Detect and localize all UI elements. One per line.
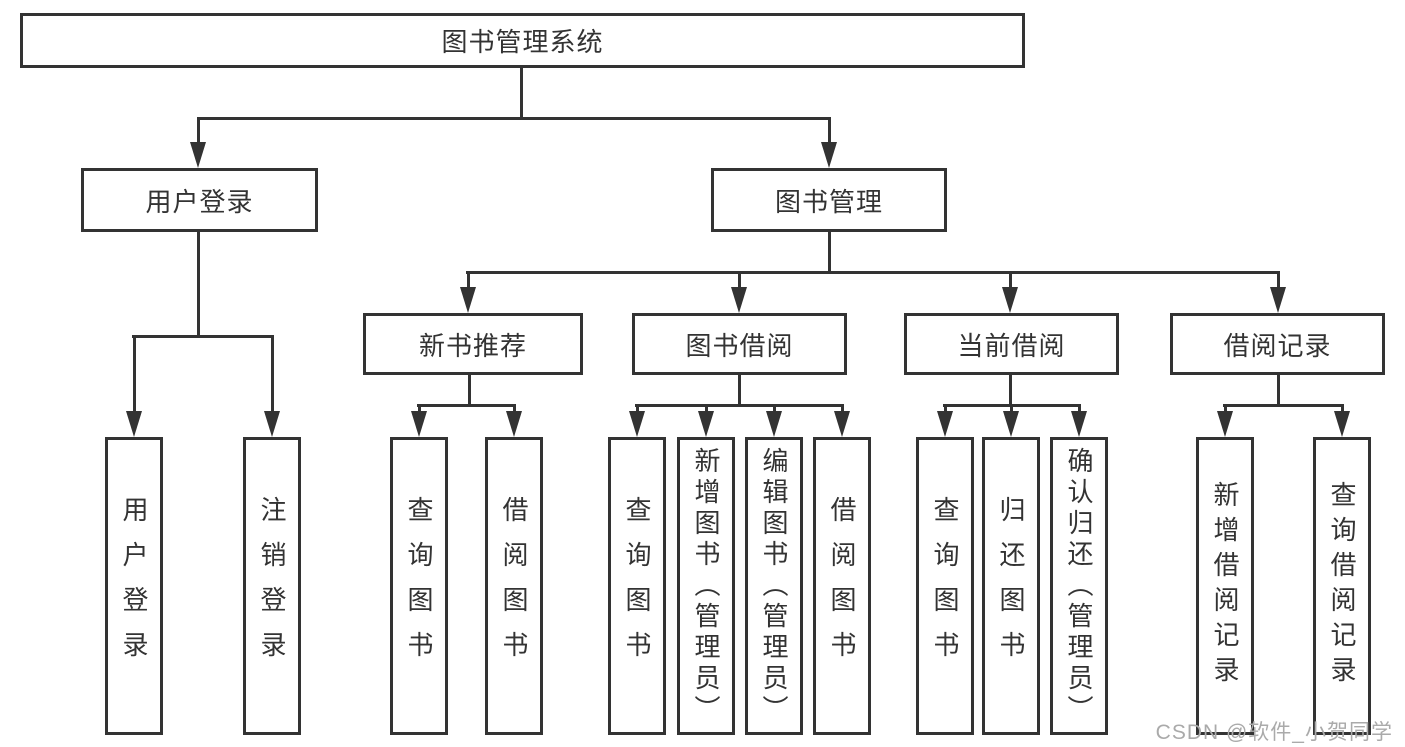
connector-line [132, 335, 274, 338]
connector-line [520, 68, 523, 119]
arrowhead-icon [190, 142, 206, 168]
connector-line [738, 271, 741, 288]
connector-line [417, 404, 516, 407]
connector-line [1224, 404, 1227, 412]
connector-line [1277, 375, 1280, 406]
leaf-label: 确认归还（管理员） [1064, 446, 1094, 726]
leaf-label: 查询图书 [622, 496, 652, 676]
connector-line [1341, 404, 1344, 412]
leaf-return-book: 归还图书 [982, 437, 1040, 735]
leaf-label: 注销登录 [257, 496, 287, 676]
connector-line [466, 271, 1280, 274]
connector-line [133, 335, 136, 412]
connector-line [705, 404, 708, 412]
connector-line [197, 117, 831, 120]
node-label: 图书管理 [774, 186, 883, 217]
connector-line [197, 117, 200, 144]
arrowhead-icon [411, 411, 427, 437]
connector-line [828, 117, 831, 144]
connector-line [1078, 404, 1081, 412]
node-label: 新书推荐 [418, 330, 527, 361]
leaf-query-borrow-record: 查询借阅记录 [1313, 437, 1371, 735]
connector-line [418, 404, 421, 412]
node-new-book-recommend: 新书推荐 [363, 313, 583, 375]
leaf-borrow-books-recommend: 借阅图书 [485, 437, 543, 735]
arrowhead-icon [937, 411, 953, 437]
connector-line [841, 404, 844, 412]
node-label: 当前借阅 [957, 330, 1066, 361]
connector-line [773, 404, 776, 412]
connector-line [1223, 404, 1344, 407]
connector-line [636, 404, 639, 412]
connector-line [828, 232, 831, 273]
arrowhead-icon [629, 411, 645, 437]
arrowhead-icon [1334, 411, 1350, 437]
leaf-label: 借阅图书 [499, 496, 529, 676]
leaf-label: 借阅图书 [827, 496, 857, 676]
arrowhead-icon [834, 411, 850, 437]
leaf-logout: 注销登录 [243, 437, 301, 735]
leaf-borrow-books-borrowing: 借阅图书 [813, 437, 871, 735]
connector-line [468, 375, 471, 406]
leaf-label: 查询借阅记录 [1327, 481, 1357, 691]
leaf-query-books-recommend: 查询图书 [390, 437, 448, 735]
arrowhead-icon [1003, 411, 1019, 437]
leaf-query-books-borrowing: 查询图书 [608, 437, 666, 735]
leaf-add-borrow-record: 新增借阅记录 [1196, 437, 1254, 735]
leaf-label: 新增图书（管理员） [691, 446, 721, 726]
leaf-label: 编辑图书（管理员） [759, 446, 789, 726]
leaf-edit-book-admin: 编辑图书（管理员） [745, 437, 803, 735]
leaf-label: 新增借阅记录 [1210, 481, 1240, 691]
connector-line [197, 232, 200, 337]
leaf-label: 查询图书 [930, 496, 960, 676]
arrowhead-icon [460, 287, 476, 313]
connector-line [635, 404, 843, 407]
node-current-borrowing: 当前借阅 [904, 313, 1119, 375]
node-borrowing-records: 借阅记录 [1170, 313, 1385, 375]
connector-line [1009, 271, 1012, 288]
arrowhead-icon [1002, 287, 1018, 313]
arrowhead-icon [766, 411, 782, 437]
arrowhead-icon [821, 142, 837, 168]
connector-line [271, 335, 274, 412]
node-label: 用户登录 [145, 186, 254, 217]
connector-line [1277, 271, 1280, 288]
node-user-login: 用户登录 [81, 168, 318, 232]
node-label: 图书借阅 [685, 330, 794, 361]
leaf-query-books-current: 查询图书 [916, 437, 974, 735]
node-library-system: 图书管理系统 [20, 13, 1025, 68]
leaf-label: 查询图书 [404, 496, 434, 676]
node-label: 借阅记录 [1223, 330, 1332, 361]
csdn-watermark: CSDN @软件_小贺同学 [1155, 721, 1393, 744]
leaf-user-login: 用户登录 [105, 437, 163, 735]
connector-line [738, 375, 741, 406]
connector-line [944, 404, 947, 412]
node-label: 图书管理系统 [441, 27, 604, 57]
arrowhead-icon [1071, 411, 1087, 437]
arrowhead-icon [731, 287, 747, 313]
arrowhead-icon [126, 411, 142, 437]
connector-line [467, 271, 470, 288]
leaf-label: 归还图书 [996, 496, 1026, 676]
arrowhead-icon [698, 411, 714, 437]
connector-line [1009, 375, 1012, 406]
node-book-borrowing: 图书借阅 [632, 313, 847, 375]
arrowhead-icon [1270, 287, 1286, 313]
node-book-management: 图书管理 [711, 168, 947, 232]
leaf-add-book-admin: 新增图书（管理员） [677, 437, 735, 735]
arrowhead-icon [506, 411, 522, 437]
leaf-confirm-return-admin: 确认归还（管理员） [1050, 437, 1108, 735]
arrowhead-icon [264, 411, 280, 437]
connector-line [513, 404, 516, 412]
arrowhead-icon [1217, 411, 1233, 437]
leaf-label: 用户登录 [119, 496, 149, 676]
connector-line [1010, 404, 1013, 412]
